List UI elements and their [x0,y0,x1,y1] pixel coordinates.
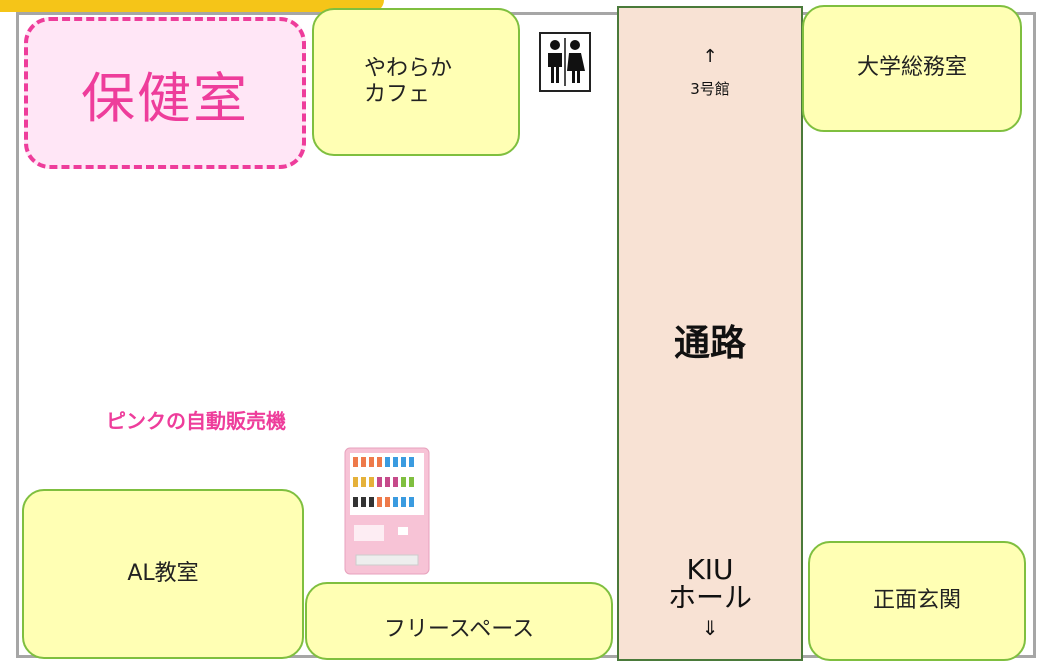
kiu-hall-label: KIU ホール [619,556,801,612]
down-arrow-icon: ⇓ [701,616,719,640]
kiu-label-line2: ホール [667,581,752,614]
up-arrow-icon: ↑ [702,46,718,67]
kiu-label-line1: KIU [686,553,734,586]
general-affairs-room: 大学総務室 [802,5,1022,132]
cafe-label-line1: やわらか [364,55,453,81]
soft-cafe-room: やわらか カフェ [312,8,520,156]
cafe-label-line2: カフェ [364,82,431,107]
general-affairs-label: 大学総務室 [856,55,967,81]
main-entrance: 正面玄関 [808,541,1026,661]
header-tab [0,0,384,12]
health-room: 保健室 [24,17,306,169]
vending-machine-icon [344,447,430,575]
al-classroom-label: AL教室 [127,560,199,586]
al-classroom: AL教室 [22,489,304,659]
main-entrance-label: 正面玄関 [872,587,961,613]
building-3-label: 3号館 [690,80,730,98]
free-space-label: フリースペース [383,616,535,642]
free-space: フリースペース [305,582,613,660]
health-room-label: 保健室 [81,66,249,130]
corridor-label: 通路 [673,323,746,364]
corridor: ↑ 3号館 通路 KIU ホール ⇓ [617,6,803,661]
restroom-icon [539,32,591,92]
vending-machine-label: ピンクの自動販売機 [106,409,286,433]
